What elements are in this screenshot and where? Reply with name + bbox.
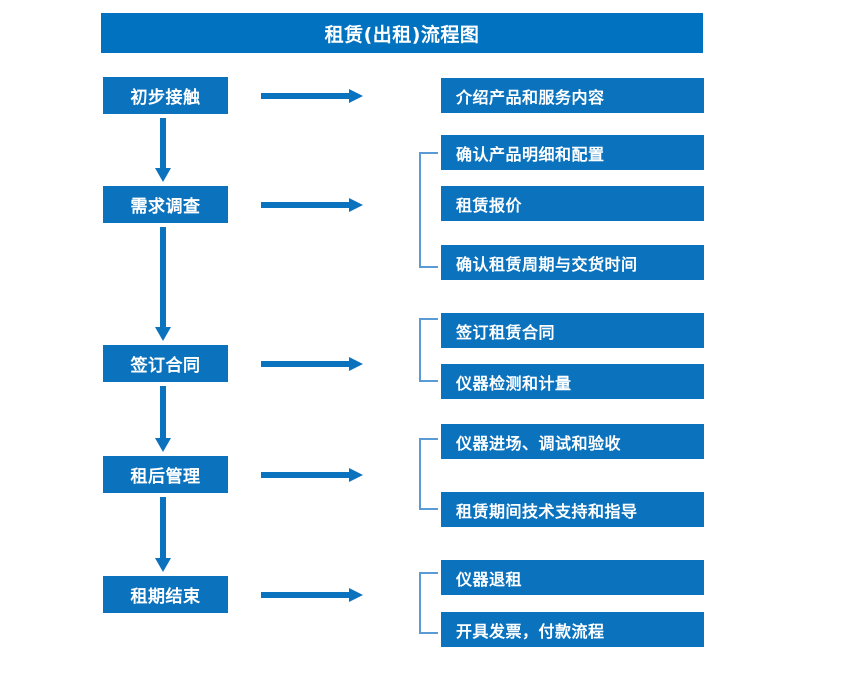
group-bracket-lease-end bbox=[419, 572, 438, 634]
flowchart-title: 租赁(出租)流程图 bbox=[101, 13, 703, 53]
detail-box-instrument-inspection-metering[interactable]: 仪器检测和计量 bbox=[441, 364, 704, 399]
horizontal-arrow-2 bbox=[261, 197, 363, 212]
detail-box-instrument-entry-commissioning-acceptance[interactable]: 仪器进场、调试和验收 bbox=[441, 424, 704, 459]
stage-box-lease-end[interactable]: 租期结束 bbox=[103, 576, 228, 613]
vertical-arrow-3 bbox=[155, 386, 171, 452]
vertical-arrow-1 bbox=[155, 118, 171, 182]
vertical-arrow-2 bbox=[155, 227, 171, 341]
detail-box-invoice-payment-process[interactable]: 开具发票，付款流程 bbox=[441, 612, 704, 647]
vertical-arrow-4 bbox=[155, 497, 171, 572]
detail-box-introduce-products-services[interactable]: 介绍产品和服务内容 bbox=[441, 78, 704, 113]
stage-box-post-rental-management[interactable]: 租后管理 bbox=[103, 456, 228, 493]
horizontal-arrow-4 bbox=[261, 467, 363, 482]
group-bracket-requirement-survey bbox=[419, 152, 438, 268]
group-bracket-post-rental-management bbox=[419, 438, 438, 510]
detail-box-technical-support-during-lease[interactable]: 租赁期间技术支持和指导 bbox=[441, 492, 704, 527]
detail-box-instrument-return[interactable]: 仪器退租 bbox=[441, 560, 704, 595]
detail-box-sign-lease-contract[interactable]: 签订租赁合同 bbox=[441, 313, 704, 348]
detail-box-lease-quotation[interactable]: 租赁报价 bbox=[441, 186, 704, 221]
horizontal-arrow-1 bbox=[261, 88, 363, 103]
stage-box-requirement-survey[interactable]: 需求调查 bbox=[103, 186, 228, 223]
detail-box-confirm-product-details-config[interactable]: 确认产品明细和配置 bbox=[441, 135, 704, 170]
group-bracket-sign-contract bbox=[419, 318, 438, 382]
horizontal-arrow-3 bbox=[261, 356, 363, 371]
detail-box-confirm-lease-period-delivery[interactable]: 确认租赁周期与交货时间 bbox=[441, 245, 704, 280]
stage-box-initial-contact[interactable]: 初步接触 bbox=[103, 77, 228, 114]
horizontal-arrow-5 bbox=[261, 587, 363, 602]
stage-box-sign-contract[interactable]: 签订合同 bbox=[103, 345, 228, 382]
